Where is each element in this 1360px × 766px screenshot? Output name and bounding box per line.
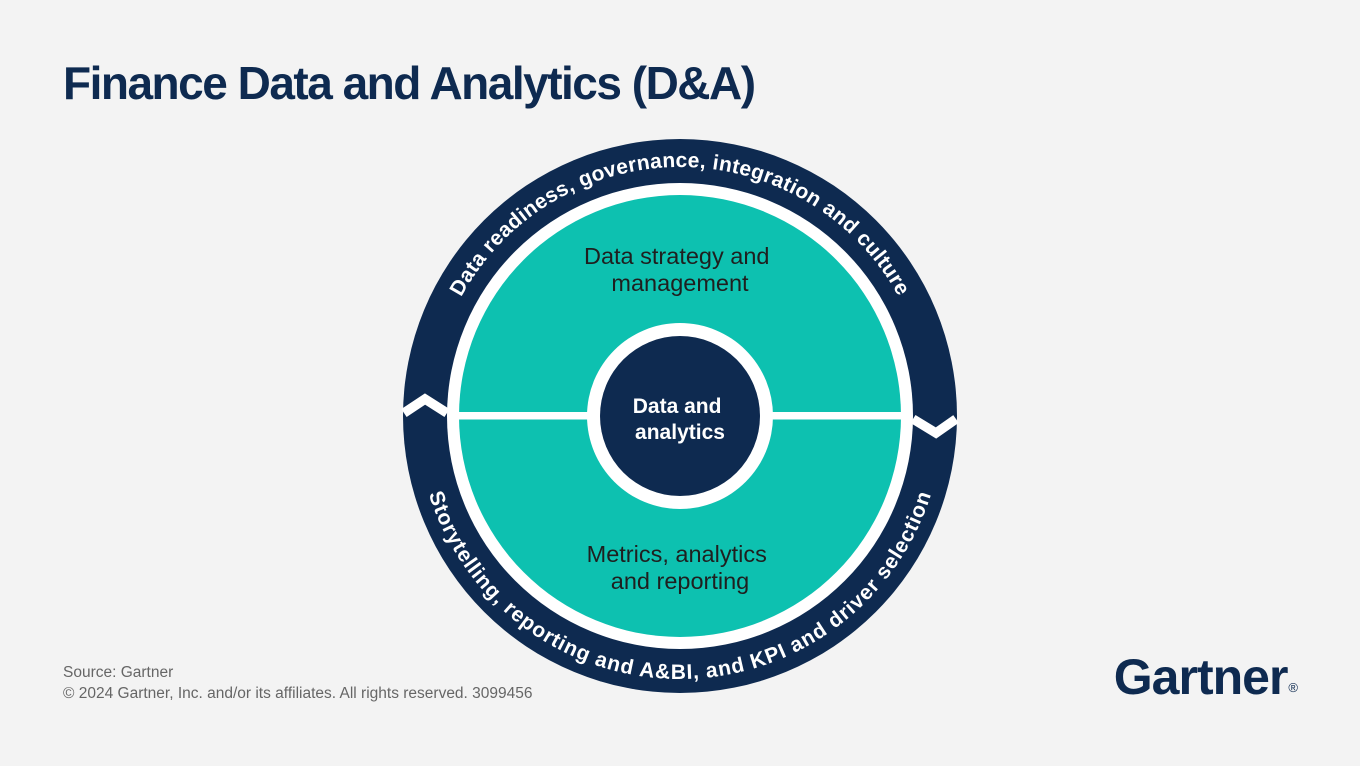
footer-note: Source: Gartner © 2024 Gartner, Inc. and…: [63, 662, 533, 704]
center-circle-label: Data and analytics: [633, 395, 728, 444]
chevron-up-icon: [401, 393, 450, 418]
segment-bottom-label: Metrics, analytics and reporting: [587, 541, 774, 594]
center-circle: [600, 336, 760, 496]
copyright-line: © 2024 Gartner, Inc. and/or its affiliat…: [63, 685, 533, 702]
page-title: Finance Data and Analytics (D&A): [63, 57, 756, 109]
chevron-down-icon: [910, 414, 959, 439]
gartner-logo: Gartner®: [1113, 649, 1298, 705]
gartner-logo-text: Gartner: [1113, 649, 1289, 705]
registered-trademark-icon: ®: [1288, 680, 1298, 695]
source-line: Source: Gartner: [63, 664, 174, 681]
segment-top-label: Data strategy and management: [584, 243, 776, 296]
